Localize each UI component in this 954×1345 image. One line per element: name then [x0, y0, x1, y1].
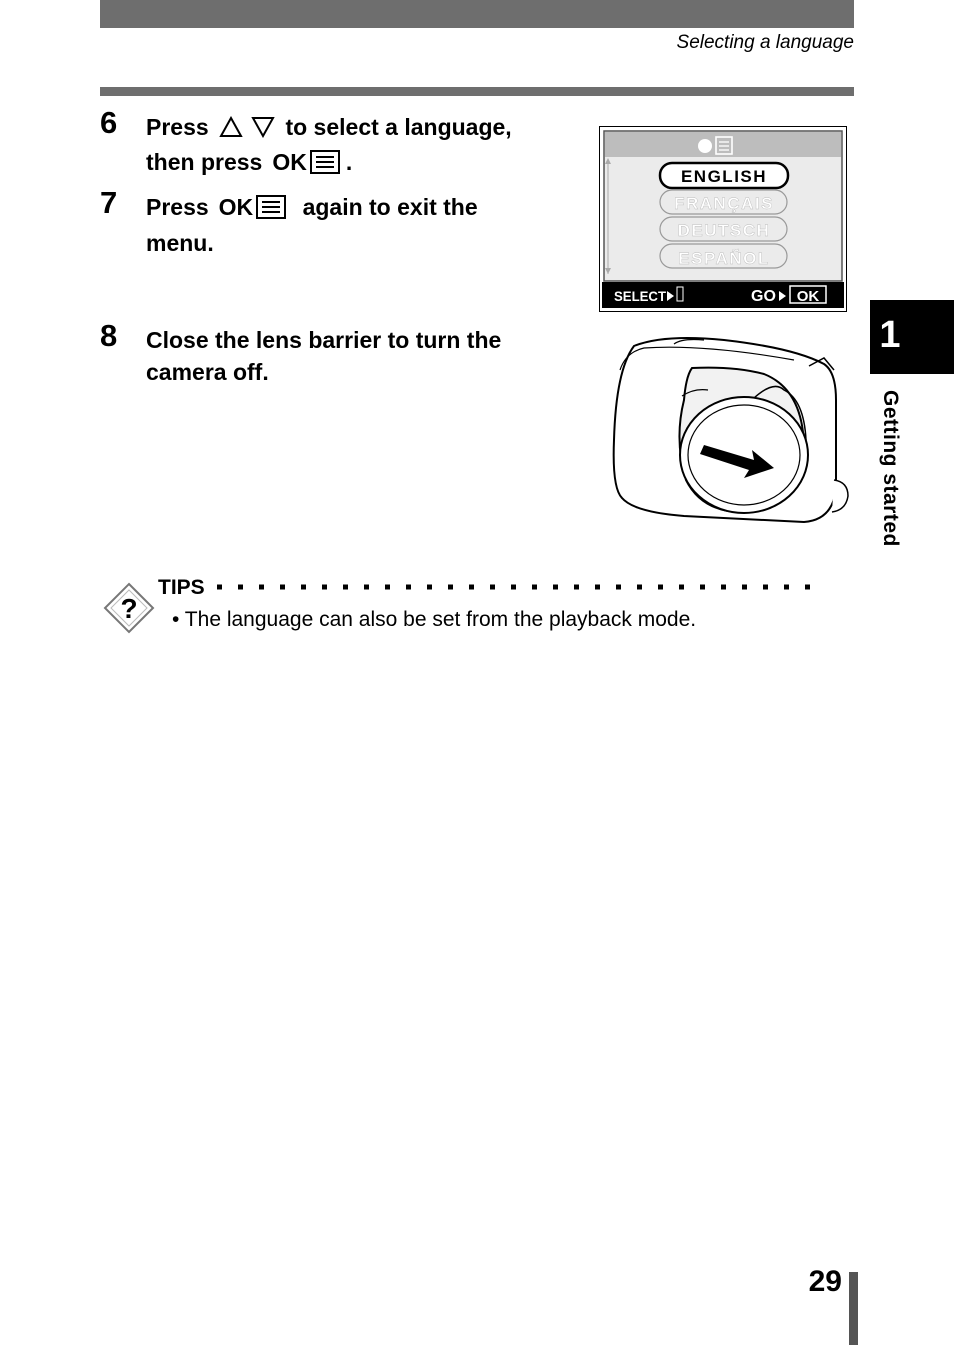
step-7-text: Press OK again to exit the menu. — [146, 191, 478, 259]
step-6-text: Press to select a language, then press OK… — [146, 111, 512, 182]
svg-text:?: ? — [120, 593, 137, 624]
ok-label: OK — [797, 288, 820, 305]
step-6-number: 6 — [100, 105, 118, 140]
up-down-icon — [676, 286, 684, 302]
step-7-press: Press — [146, 194, 209, 220]
menu-icon — [256, 195, 287, 227]
step-8-line-1: Close the lens barrier to turn the — [146, 327, 502, 353]
select-hint: SELECT — [614, 288, 666, 304]
arrow-right-icon — [667, 291, 674, 301]
step-6-then-press: then press — [146, 149, 263, 175]
step-6-period: . — [345, 149, 353, 175]
step-8-text: Close the lens barrier to turn the camer… — [146, 324, 501, 388]
go-hint: GO — [751, 288, 776, 305]
menu-icon — [309, 150, 340, 182]
arrow-right-icon — [779, 291, 786, 301]
page-number-bar — [849, 1272, 858, 1345]
language-option-espanol-label: ESPAÑOL — [678, 248, 769, 268]
language-option-espanol[interactable] — [659, 243, 788, 269]
section-rule — [100, 87, 854, 96]
step-6-press: Press — [146, 114, 209, 140]
language-option-francais[interactable] — [659, 189, 788, 215]
chapter-tab: 1 — [870, 300, 954, 374]
step-7-line-1: Press OK again to exit the — [146, 191, 478, 227]
tips-item: • The language can also be set from the … — [172, 608, 697, 631]
chapter-number: 1 — [879, 314, 901, 356]
arrow-right-icon — [700, 445, 774, 478]
step-7-line-1-rest: again to exit the — [302, 194, 478, 220]
chapter-label: Getting started — [879, 390, 902, 547]
lcd-language-menu: ENGLISH FRANÇAIS DEUTSCH ESPAÑOL SELECT … — [599, 126, 847, 312]
step-7-line-2: menu. — [146, 230, 214, 256]
language-option-english-label: ENGLISH — [681, 167, 767, 186]
step-7-number: 7 — [100, 185, 118, 220]
ok-box — [789, 285, 827, 304]
step-6-line-1-rest: to select a language, — [285, 114, 512, 140]
step-6-line-1: Press to select a language, — [146, 111, 512, 146]
step-8-line-2: camera off. — [146, 359, 269, 385]
section-title: Selecting a language — [676, 32, 854, 53]
language-option-francais-label: FRANÇAIS — [674, 194, 774, 213]
up-arrow-icon — [219, 114, 243, 146]
step-8-number: 8 — [100, 318, 118, 353]
language-icon — [698, 136, 733, 155]
ok-button-glyph: OK — [272, 149, 307, 175]
language-option-deutsch-label: DEUTSCH — [678, 221, 771, 240]
header-bar — [100, 0, 854, 28]
camera-illustration — [612, 337, 849, 524]
step-6-line-2: then press OK . — [146, 146, 512, 182]
ok-button-glyph: OK — [218, 194, 254, 220]
tips-dotted-rule — [217, 584, 820, 590]
page-number: 29 — [808, 1265, 842, 1298]
tips-label: TIPS — [158, 576, 205, 599]
down-arrow-icon — [251, 114, 275, 146]
tips-question-icon: ? — [103, 582, 155, 634]
language-option-english[interactable] — [658, 161, 790, 190]
language-option-deutsch[interactable] — [659, 216, 788, 242]
